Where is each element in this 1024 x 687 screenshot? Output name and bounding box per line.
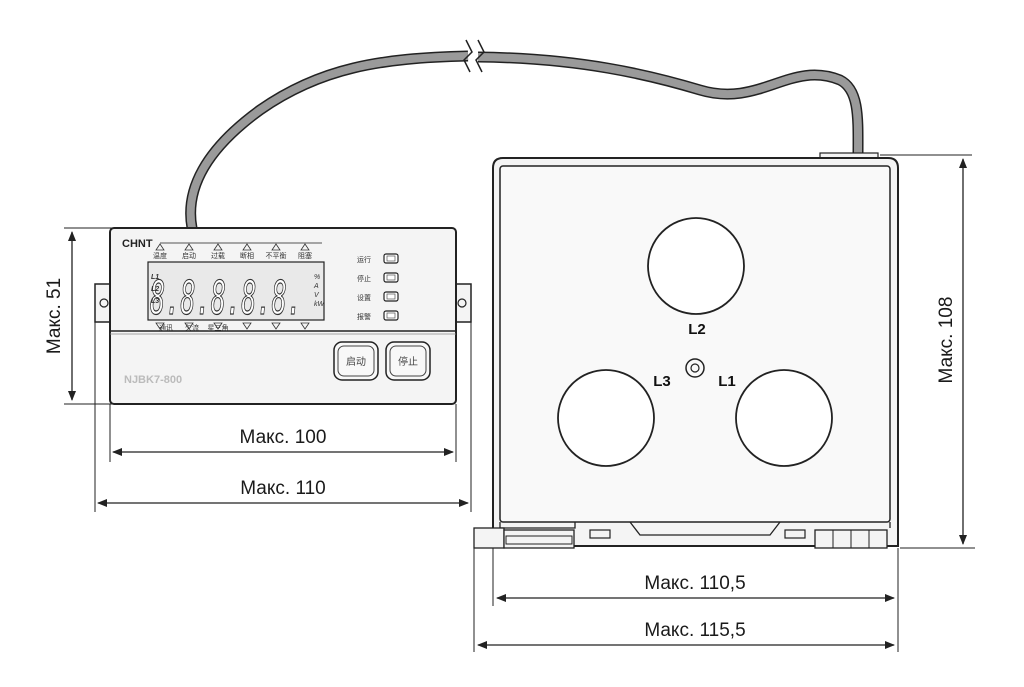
- top-triangle-icon: [213, 243, 223, 251]
- connecting-cable: [185, 39, 864, 229]
- stop-button-label: 停止: [398, 355, 418, 368]
- phase-label-l2: L2: [688, 321, 706, 338]
- bottom-triangles: [155, 322, 310, 330]
- indicator-label-1: 停止: [357, 274, 371, 283]
- stop-button: 停止: [385, 341, 431, 381]
- phase-hole-l1: [735, 369, 833, 467]
- bottom-label-1: 欠流: [185, 323, 199, 332]
- top-triangle-icon: [184, 243, 194, 251]
- display-phase-1: L2: [151, 286, 159, 293]
- display-phase-2: L3: [151, 298, 159, 305]
- top-label-0: 温度: [153, 251, 167, 260]
- controller-outer-width-label: Макс. 110: [240, 478, 325, 499]
- bottom-label-0: 通讯: [159, 323, 173, 332]
- center-screw: [685, 358, 705, 378]
- display-unit-0: %: [314, 274, 320, 281]
- phase-label-l3: L3: [653, 373, 671, 390]
- bottom-triangle-icon: [155, 322, 165, 330]
- transformer-height-dimension: Макс. 108: [880, 154, 975, 549]
- display-digits: 8.8.8.8.8.: [150, 271, 302, 325]
- left-rail-clip: [473, 527, 505, 549]
- indicator-led-icon: [383, 272, 399, 283]
- bottom-triangle-icon: [213, 322, 223, 330]
- transformer-width-dimensions: Макс. 110,5 Макс. 115,5: [473, 548, 899, 652]
- led-display: [147, 261, 325, 321]
- top-triangle-icon: [155, 243, 165, 251]
- top-triangle-icon: [300, 243, 310, 251]
- top-triangle-icon: [271, 243, 281, 251]
- bottom-triangle-icon: [242, 322, 252, 330]
- controller-height-label: Макс. 51: [44, 278, 65, 354]
- current-transformer: L2 L3 L1: [473, 152, 899, 549]
- indicator-led-icon: [383, 310, 399, 321]
- display-unit-1: A: [313, 283, 319, 290]
- top-label-3: 断相: [240, 251, 254, 260]
- display-unit-2: V: [314, 292, 320, 299]
- bottom-triangle-icon: [184, 322, 194, 330]
- indicator-top-labels: 温度 启动 过载 断相 不平衡 阻塞: [153, 251, 312, 260]
- transformer-inner-width-label: Макс. 110,5: [644, 573, 745, 594]
- indicator-label-3: 报警: [357, 312, 371, 321]
- top-triangles: [155, 243, 310, 251]
- start-button: 启动: [333, 341, 379, 381]
- model-label: NJBK7-800: [124, 374, 182, 386]
- controller-width-dimensions: Макс. 100 Макс. 110: [94, 322, 472, 512]
- controller-height-dimension: Макс. 51: [44, 227, 118, 405]
- bottom-label-2: 星三角: [208, 323, 229, 332]
- phase-label-l1: L1: [718, 373, 736, 390]
- bottom-triangle-icon: [271, 322, 281, 330]
- indicator-led-icon: [383, 253, 399, 264]
- transformer-outer-width-label: Макс. 115,5: [644, 620, 745, 641]
- indicator-label-2: 设置: [357, 293, 371, 302]
- phase-hole-l2: [647, 217, 745, 315]
- top-label-4: 不平衡: [266, 251, 287, 260]
- indicator-label-0: 运行: [357, 255, 371, 264]
- motor-protector-controller: CHNT 温度启动过载断相不平衡阻塞 8.8.8.8.8. L1L2L3 %AV…: [94, 227, 472, 405]
- bottom-triangle-icon: [300, 322, 310, 330]
- indicator-bottom-labels: 通讯 欠流星三角: [159, 323, 229, 332]
- transformer-height-label: Макс. 108: [936, 297, 957, 384]
- top-label-1: 启动: [182, 251, 196, 260]
- display-unit-3: kW: [314, 301, 326, 308]
- brand-logo: CHNT: [122, 238, 153, 250]
- controller-inner-width-label: Макс. 100: [240, 427, 327, 448]
- top-label-2: 过载: [211, 251, 225, 260]
- phase-hole-l3: [557, 369, 655, 467]
- top-triangle-icon: [242, 243, 252, 251]
- indicator-led-icon: [383, 291, 399, 302]
- display-phase-0: L1: [151, 274, 159, 281]
- start-button-label: 启动: [346, 355, 366, 368]
- top-label-5: 阻塞: [298, 251, 312, 260]
